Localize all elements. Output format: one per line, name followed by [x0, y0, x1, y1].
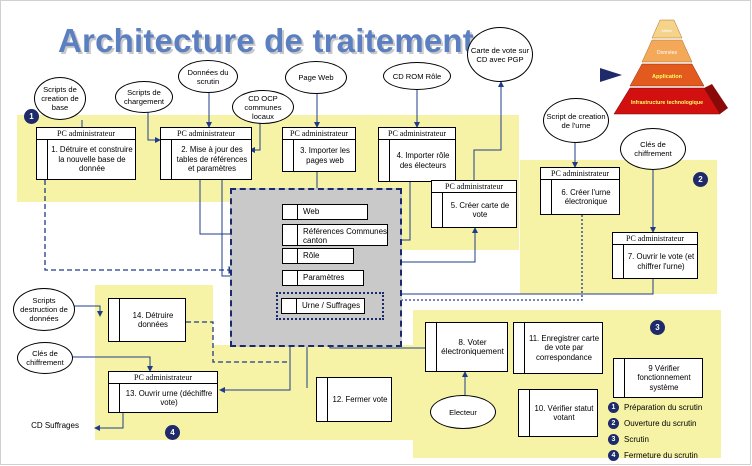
db-table-references: Références Communes canton [282, 224, 388, 246]
process-14: 14. Détruire données [108, 298, 186, 342]
ellipse-electeur: Electeur [430, 395, 496, 429]
legend-number: 2 [608, 418, 619, 429]
ellipse-cles-chiffrement-1: Clés de chiffrement [620, 128, 686, 170]
process-header: PC administrateur [283, 128, 355, 140]
db-table-label: Urne / Suffrages [302, 301, 361, 310]
process-header: PC administrateur [432, 181, 516, 193]
pyramid-label-application: Application [652, 74, 683, 80]
legend-item: 4 Fermeture du scrutin [608, 450, 726, 462]
process-label: 13. Ouvrir urne (déchiffre vote) [125, 388, 213, 408]
arrow-chargement-to-p2 [147, 110, 161, 143]
legend-number: 3 [608, 434, 619, 445]
process-label: 6. Créer l'urne électronique [561, 187, 611, 207]
process-header: PC administrateur [541, 168, 619, 180]
process-12: 12. Fermer vote [316, 377, 392, 422]
ellipse-donnees-scrutin: Données du scrutin [178, 60, 238, 93]
db-urne-highlight [276, 292, 384, 320]
ellipse-cd-ocp: CD OCP communes locaux [232, 90, 294, 124]
legend-item: 1 Préparation du scrutin [608, 402, 726, 414]
process-header: PC administrateur [161, 128, 251, 140]
process-label: 14. Détruire données [132, 310, 174, 330]
process-3: PC administrateur 3. Importer les pages … [282, 127, 356, 172]
process-13: PC administrateur 13. Ouvrir urne (déchi… [108, 371, 218, 413]
dashed-p14-to-db [186, 321, 290, 363]
ellipse-cd-rom-role: CD ROM Rôle [383, 62, 451, 90]
ellipse-script-creation-urne: Script de creation de l'urne [543, 98, 609, 143]
process-label: 10. Vérifier statut votant [534, 403, 594, 423]
pyramid-label-infrastructure: Infrastructure technologique [631, 100, 703, 106]
process-header: PC administrateur [37, 128, 135, 140]
ellipse-carte-vote-cd: Carte de vote sur CD avec PGP [467, 27, 533, 82]
arrow-p5-to-carte [473, 81, 504, 180]
pyramid-level-application [629, 63, 705, 87]
pyramid-level-donnees [641, 39, 693, 63]
db-table-web: Web [282, 204, 368, 220]
process-4: PC administrateur 4. Importer rôle des é… [378, 127, 456, 182]
zone-number-3: 3 [650, 320, 665, 335]
process-label: 9 Vérifier fonctionnement système [637, 363, 691, 392]
process-header: PC administrateur [109, 372, 217, 384]
page-title: Architecture de traitement [58, 22, 474, 59]
process-8: 8. Voter électroniquement [425, 322, 508, 372]
process-label: 7. Ouvrir le vote (et chiffrer l'urne) [627, 252, 695, 271]
process-label: 12. Fermer vote [332, 394, 388, 404]
pyramid-pointer-arrow [600, 68, 622, 82]
legend-label: Fermeture du scrutin [624, 451, 698, 460]
ellipse-cles-chiffrement-2: Clés de chiffrement [17, 342, 73, 374]
process-label: 5. Créer carte de vote [450, 200, 510, 220]
pyramid-label-metier: Métier [661, 28, 673, 33]
legend: 1 Préparation du scrutin 2 Ouverture du … [608, 402, 726, 466]
legend-number: 1 [608, 402, 619, 413]
process-6: PC administrateur 6. Créer l'urne électr… [540, 167, 620, 215]
process-10: 10. Vérifier statut votant [518, 389, 598, 437]
pyramid-level-metier [651, 19, 683, 39]
process-1: PC administrateur 1. Détruire et constru… [36, 127, 136, 180]
process-header: PC administrateur [379, 128, 455, 140]
ellipse-scripts-creation-base: Scripts de creation de base [34, 77, 86, 120]
db-table-role: Rôle [282, 248, 354, 264]
process-label: 1. Détruire et construire la nouvelle ba… [51, 145, 133, 174]
zone-number-2: 2 [693, 172, 708, 187]
arrow-scripts-destr-to-p14 [70, 305, 103, 317]
legend-item: 3 Scrutin [608, 434, 726, 446]
process-label: 11. Enregistrer carte de vote par corres… [528, 333, 600, 362]
db-table-label: Paramètres [303, 273, 345, 282]
db-table-urne: Urne / Suffrages [281, 298, 365, 314]
process-header: PC administrateur [613, 233, 697, 245]
legend-number: 4 [608, 450, 619, 461]
process-label: 4. Importer rôle des électeurs [396, 151, 450, 170]
ellipse-scripts-chargement: Scripts de chargement [115, 81, 173, 113]
arrow-cles2-to-p13 [70, 356, 153, 372]
db-table-label: Références Communes canton [303, 227, 388, 245]
legend-label: Préparation du scrutin [624, 403, 703, 412]
legend-label: Ouverture du scrutin [624, 419, 697, 428]
process-2: PC administrateur 2. Mise à jour des tab… [160, 127, 252, 180]
pyramid-side-shade [704, 84, 728, 114]
dashed-p1-to-db [44, 180, 237, 274]
zone-number-1: 1 [24, 109, 39, 124]
arrow-p7-to-urne [382, 275, 654, 315]
db-table-parametres: Paramètres [282, 270, 364, 286]
arrow-p13-to-cd [94, 412, 124, 431]
process-label: 8. Voter électroniquement [441, 337, 504, 357]
process-11: 11. Enregistrer carte de vote par corres… [513, 322, 603, 374]
process-9: 9 Vérifier fonctionnement système [613, 358, 703, 398]
ellipse-scripts-destruction: Scripts destruction de données [13, 288, 75, 331]
zone-number-4: 4 [165, 425, 180, 440]
legend-item: 2 Ouverture du scrutin [608, 418, 726, 430]
ellipse-page-web: Page Web [285, 61, 347, 94]
process-label: 2. Mise à jour des tables de références … [176, 145, 248, 174]
pyramid-label-donnees: Données [657, 50, 678, 56]
arrow-cdocp-to-p2 [249, 122, 261, 153]
process-label: 3. Importer les pages web [300, 146, 350, 165]
db-table-label: Rôle [303, 251, 320, 260]
cd-suffrages-label: CD Suffrages [31, 421, 79, 430]
process-7: PC administrateur 7. Ouvrir le vote (et … [612, 232, 698, 279]
pyramid-diagram: Métier Données Application Infrastructur… [600, 19, 728, 115]
db-table-label: Web [303, 207, 320, 216]
legend-label: Scrutin [624, 435, 649, 444]
process-5: PC administrateur 5. Créer carte de vote [431, 180, 517, 228]
